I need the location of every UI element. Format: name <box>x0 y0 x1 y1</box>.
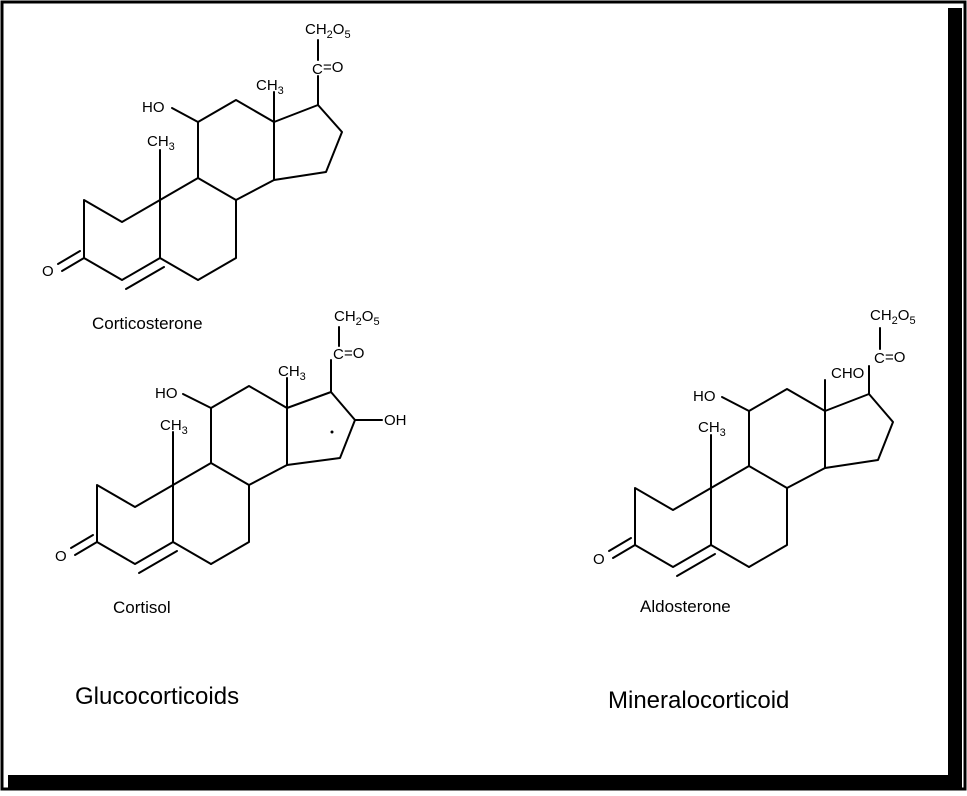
aldehyde-18: CHO <box>831 365 864 382</box>
skeleton-bonds <box>608 327 894 577</box>
skeleton-bonds <box>57 39 343 290</box>
side-chain-ch2: CH2O5 <box>334 308 380 328</box>
molecule-name-aldosterone: Aldosterone <box>640 597 731 616</box>
frame-shadow-right <box>948 8 962 788</box>
carbonyl-carbon: C <box>333 346 344 363</box>
frame-shadow-bottom <box>8 775 962 789</box>
methyl-19: CH3 <box>160 417 188 437</box>
hydroxyl-11: HO <box>142 99 165 116</box>
category-label-left: Glucocorticoids <box>75 683 239 710</box>
molecule-cortisol: CH2O5 C =O CH3 CH3 HO OH O Cortisol <box>55 308 407 617</box>
molecule-name-cortisol: Cortisol <box>113 598 171 617</box>
ketone-oxygen: O <box>55 548 67 565</box>
hydroxyl-11: HO <box>693 388 716 405</box>
category-label-right: Mineralocorticoid <box>608 687 789 714</box>
side-chain-ch2: CH2O5 <box>870 307 916 327</box>
ketone-oxygen: O <box>593 551 605 568</box>
molecule-corticosterone: CH2O5 C =O CH3 CH3 HO O Corticosterone <box>42 21 351 333</box>
carbonyl-double-bond-o: =O <box>323 59 343 76</box>
methyl-18: CH3 <box>256 77 284 97</box>
methyl-19: CH3 <box>698 419 726 439</box>
carbonyl-double-bond-o: =O <box>885 349 905 366</box>
side-chain-ch2: CH2O5 <box>305 21 351 41</box>
carbonyl-carbon: C <box>312 61 323 78</box>
molecule-aldosterone: CH2O5 C =O CHO CH3 HO O Aldosterone <box>593 307 916 616</box>
carbonyl-carbon: C <box>874 350 885 367</box>
hydroxyl-17: OH <box>384 412 407 429</box>
hydroxyl-11: HO <box>155 385 178 402</box>
methyl-18: CH3 <box>278 363 306 383</box>
stray-dot <box>330 430 334 434</box>
ketone-oxygen: O <box>42 263 54 280</box>
methyl-19: CH3 <box>147 133 175 153</box>
carbonyl-double-bond-o: =O <box>344 345 364 362</box>
molecule-name-corticosterone: Corticosterone <box>92 314 203 333</box>
skeleton-bonds <box>70 326 383 574</box>
